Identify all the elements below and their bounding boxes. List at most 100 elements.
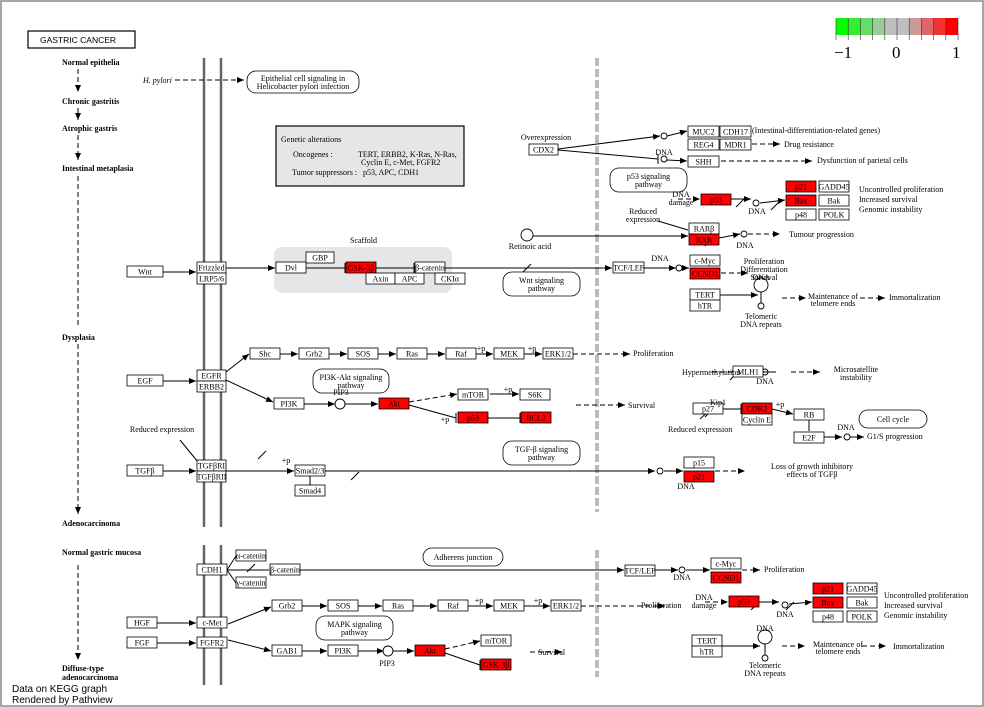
- gene-node-bax[interactable]: Bax: [785, 194, 817, 207]
- gene-node-p21[interactable]: p21: [812, 582, 844, 595]
- dna-label: DNA: [748, 207, 766, 216]
- gene-node-gcat[interactable]: γ-catenin: [235, 576, 267, 589]
- gene-node-cmyc[interactable]: c-Myc: [689, 254, 721, 267]
- gene-node-mek[interactable]: MEK: [493, 599, 525, 612]
- gene-node-s6k[interactable]: S6K: [519, 388, 551, 401]
- gene-node-egf[interactable]: EGF: [126, 374, 164, 387]
- pathway-link-epithelial[interactable]: Epithelial cell signaling inHelicobacter…: [246, 70, 360, 94]
- gene-node-rb[interactable]: RB: [793, 408, 825, 421]
- gene-node-tcflef[interactable]: TCF/LEF: [612, 261, 645, 274]
- gene-node-hgf[interactable]: HGF: [126, 616, 158, 629]
- gene-node-pi3k[interactable]: PI3K: [273, 397, 305, 410]
- gene-node-ccnd1[interactable]: CCND1: [689, 267, 721, 280]
- gene-node-raf[interactable]: Raf: [445, 347, 477, 360]
- gene-node-mlh1[interactable]: MLH1: [732, 365, 764, 378]
- gene-node-mdr1[interactable]: MDR1: [719, 138, 752, 151]
- gene-node-gadd45[interactable]: GADD45: [846, 582, 878, 595]
- gene-node-p15[interactable]: p15: [683, 456, 715, 469]
- gene-node-frizzled[interactable]: Frizzled: [196, 261, 227, 274]
- gene-node-sos[interactable]: SOS: [347, 347, 379, 360]
- gene-node-tert[interactable]: TERT: [691, 634, 723, 647]
- gene-node-bax[interactable]: Bax: [812, 596, 844, 609]
- gene-node-p48[interactable]: p48: [785, 208, 817, 221]
- gene-node-reg4[interactable]: REG4: [687, 138, 720, 151]
- gene-node-axin[interactable]: Axin: [365, 272, 396, 285]
- gene-node-p21[interactable]: p21: [683, 470, 715, 483]
- gene-node-cdk2[interactable]: CDK2: [741, 402, 773, 415]
- gene-node-cdh1[interactable]: CDH1: [196, 563, 228, 576]
- gene-node-grb2[interactable]: Grb2: [298, 347, 330, 360]
- gene-node-tgfbr1[interactable]: TGFβRI: [196, 459, 227, 472]
- gene-node-gab1[interactable]: GAB1: [271, 644, 303, 657]
- gene-node-ras[interactable]: Ras: [382, 599, 414, 612]
- gene-node-p53[interactable]: p53: [728, 595, 760, 608]
- gene-node-cycline[interactable]: Cyclin E: [741, 413, 773, 426]
- gene-node-fgf[interactable]: FGF: [126, 636, 158, 649]
- gene-node-gadd45[interactable]: GADD45: [818, 180, 850, 193]
- gene-node-cdx2[interactable]: CDX2: [528, 143, 559, 156]
- gene-node-tert[interactable]: TERT: [689, 288, 721, 301]
- gene-node-gsk3b[interactable]: GSK-3β: [345, 261, 377, 274]
- gene-node-tgfb[interactable]: TGFβ: [126, 464, 164, 477]
- gene-node-smad4[interactable]: Smad4: [294, 484, 326, 497]
- gene-node-ras[interactable]: Ras: [396, 347, 428, 360]
- gene-node-polk[interactable]: POLK: [818, 208, 850, 221]
- gene-node-p27[interactable]: p27: [692, 402, 724, 415]
- gene-node-ck1a[interactable]: CKIα: [434, 272, 466, 285]
- gene-node-gbp[interactable]: GBP: [305, 251, 335, 264]
- gene-node-polk[interactable]: POLK: [846, 610, 878, 623]
- gene-node-ccnd1[interactable]: CCND1: [710, 571, 742, 584]
- gene-node-pi3k[interactable]: PI3K: [327, 644, 359, 657]
- gene-node-muc2[interactable]: MUC2: [687, 125, 720, 138]
- gene-node-acat[interactable]: α-catenin: [235, 549, 267, 562]
- gene-node-wnt[interactable]: Wnt: [126, 265, 164, 278]
- gene-node-apc[interactable]: APC: [394, 272, 425, 285]
- gene-node-p21[interactable]: p21: [785, 180, 817, 193]
- gene-node-p53[interactable]: p53: [700, 193, 732, 206]
- gene-node-lrp56[interactable]: LRP5/6: [196, 272, 227, 285]
- gene-node-box: [785, 208, 817, 221]
- gene-node-tgfbr2[interactable]: TGFβRII: [197, 470, 227, 483]
- gene-node-erk[interactable]: ERK1/2: [542, 347, 574, 360]
- gene-node-p53[interactable]: p53: [457, 411, 489, 424]
- gene-node-bcl2[interactable]: BCL2: [520, 411, 552, 424]
- pathway-link-adherens[interactable]: Adherens junction: [422, 547, 504, 567]
- gene-node-shh[interactable]: SHH: [687, 155, 720, 168]
- gene-node-cdh17[interactable]: CDH17: [719, 125, 752, 138]
- gene-node-mek[interactable]: MEK: [493, 347, 525, 360]
- gene-node-fgfr2[interactable]: FGFR2: [196, 636, 228, 649]
- gene-node-mtor[interactable]: mTOR: [480, 634, 512, 647]
- gene-node-bcat[interactable]: β-catenin: [414, 261, 446, 274]
- gene-node-p48[interactable]: p48: [812, 610, 844, 623]
- gene-node-tcflef[interactable]: TCF/LEF: [624, 564, 656, 577]
- gene-node-sos[interactable]: SOS: [327, 599, 359, 612]
- gene-node-raf[interactable]: Raf: [437, 599, 469, 612]
- gene-node-erbb2[interactable]: ERBB2: [196, 380, 227, 393]
- gene-node-akt[interactable]: Akt: [414, 644, 446, 657]
- gene-node-dvl[interactable]: Dvl: [275, 261, 307, 274]
- gene-node-bcat[interactable]: β-catenin: [269, 563, 301, 576]
- gene-node-rxr[interactable]: RXR: [688, 233, 720, 246]
- pathway-link-cellcycle[interactable]: Cell cycle: [858, 409, 928, 429]
- gene-node-htr[interactable]: hTR: [691, 645, 723, 658]
- gene-node-akt[interactable]: Akt: [378, 397, 410, 410]
- gene-node-smad23[interactable]: Smad2/3: [294, 464, 326, 477]
- gene-node-htr[interactable]: hTR: [689, 299, 721, 312]
- gene-node-grb2[interactable]: Grb2: [271, 599, 303, 612]
- gene-node-shc[interactable]: Shc: [249, 347, 281, 360]
- gene-node-egfr[interactable]: EGFR: [196, 369, 227, 382]
- gene-node-erk[interactable]: ERK1/2: [550, 599, 582, 612]
- gene-node-mtor[interactable]: mTOR: [457, 388, 489, 401]
- gene-node-gsk3b[interactable]: GSK-3β: [480, 658, 512, 671]
- gene-node-bak[interactable]: Bak: [818, 194, 850, 207]
- gene-node-cmet[interactable]: c-Met: [196, 616, 228, 629]
- gene-node-rarb[interactable]: RARβ: [688, 222, 720, 235]
- gene-node-e2f[interactable]: E2F: [793, 431, 825, 444]
- gene-node-cmyc[interactable]: c-Myc: [710, 557, 742, 570]
- gene-node-bak[interactable]: Bak: [846, 596, 878, 609]
